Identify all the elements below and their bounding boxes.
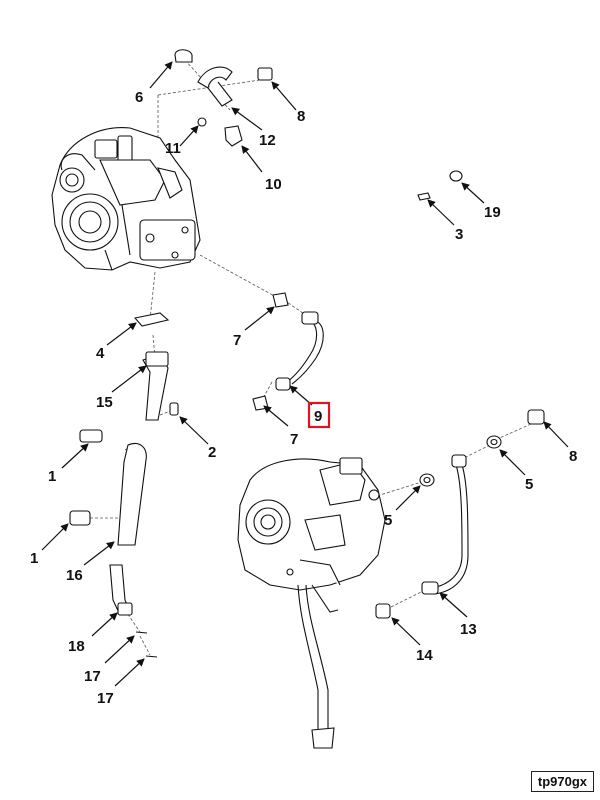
callout-11: 11 xyxy=(165,140,181,157)
callout-12: 12 xyxy=(259,132,276,149)
oil-drain-tubes xyxy=(69,351,179,658)
callout-arrows xyxy=(41,61,569,687)
callout-17-bottom: 17 xyxy=(97,690,114,707)
callout-16: 16 xyxy=(66,567,83,584)
callout-4: 4 xyxy=(96,345,105,362)
callout-15: 15 xyxy=(96,394,113,411)
callout-2: 2 xyxy=(208,444,216,461)
callout-19: 19 xyxy=(484,204,501,221)
callout-6: 6 xyxy=(135,89,143,106)
highlight-box xyxy=(307,401,331,429)
figure-code-label: tp970gx xyxy=(530,771,594,792)
turbocharger-upper xyxy=(51,127,201,271)
turbocharger-lower xyxy=(237,457,386,591)
oil-supply-tube xyxy=(275,311,324,391)
callout-17-top: 17 xyxy=(84,668,101,685)
callout-7-top: 7 xyxy=(233,332,241,349)
callout-18: 18 xyxy=(68,638,85,655)
callout-labels: 6 8 11 12 10 19 3 7 4 15 9 7 2 8 1 5 5 1… xyxy=(30,89,577,707)
callout-9: 9 xyxy=(314,408,322,425)
callout-10: 10 xyxy=(265,176,282,193)
callout-14: 14 xyxy=(416,647,433,664)
lower-tubes xyxy=(297,409,545,749)
callout-13: 13 xyxy=(460,621,477,638)
callout-7-bottom: 7 xyxy=(290,431,298,448)
callout-5-left: 5 xyxy=(384,512,392,529)
callout-5-right: 5 xyxy=(525,476,533,493)
callout-1-top: 1 xyxy=(48,468,56,485)
callout-8-right: 8 xyxy=(569,448,577,465)
callout-3: 3 xyxy=(455,226,463,243)
callout-1-bottom: 1 xyxy=(30,550,38,567)
callout-8-top: 8 xyxy=(297,108,305,125)
